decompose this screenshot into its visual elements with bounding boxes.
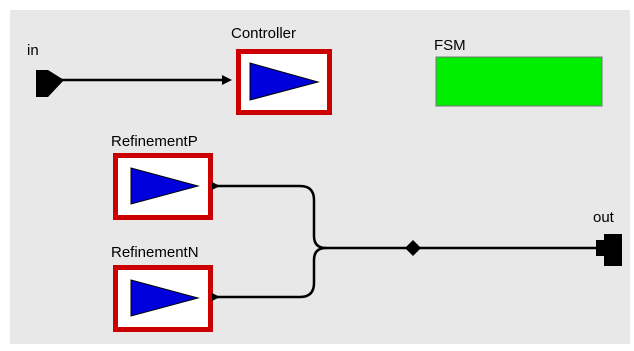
triangle-gain-icon — [130, 279, 200, 317]
controller-actor[interactable] — [236, 49, 332, 115]
diamond-relation-icon[interactable] — [405, 240, 421, 256]
output-port-icon — [212, 293, 220, 301]
refinementp-label: RefinementP — [111, 133, 198, 150]
output-port[interactable] — [596, 234, 622, 266]
input-port-label: in — [27, 42, 39, 59]
triangle-gain-icon — [130, 167, 200, 205]
fsm-label: FSM — [434, 37, 466, 54]
output-port-icon — [212, 182, 220, 190]
wire-refinementn-to-out — [216, 246, 327, 299]
wires — [58, 78, 596, 299]
port-arrow-icon — [596, 234, 622, 266]
output-port-label: out — [593, 209, 615, 226]
input-port[interactable] — [36, 70, 64, 97]
refinementp-actor[interactable] — [113, 153, 213, 220]
controller-label: Controller — [231, 25, 296, 42]
port-arrow-icon — [36, 70, 64, 97]
triangle-gain-icon — [249, 62, 320, 101]
refinementn-actor[interactable] — [113, 265, 213, 332]
fsm-block[interactable] — [435, 56, 603, 107]
refinementn-label: RefinementN — [111, 244, 199, 261]
wire-arrowhead-icon — [222, 75, 232, 85]
